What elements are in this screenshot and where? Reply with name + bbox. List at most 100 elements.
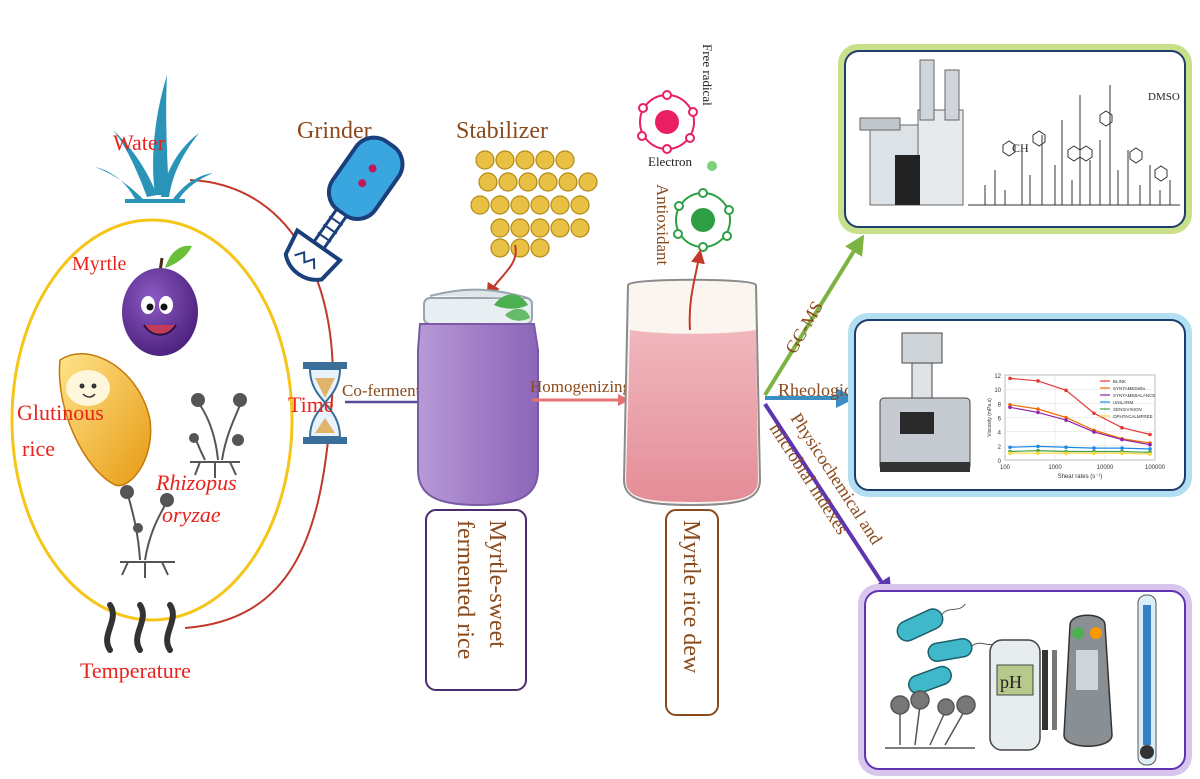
rhizopus-icon-upper bbox=[190, 404, 241, 478]
rhizopus-label-2: oryzae bbox=[162, 502, 221, 527]
rheo-legend-entry: UNILARM bbox=[1113, 400, 1134, 405]
rheo-point bbox=[1036, 407, 1040, 411]
ph-label: pH bbox=[1000, 672, 1022, 692]
rheo-point bbox=[1036, 444, 1040, 449]
rheo-curve bbox=[1009, 450, 1151, 453]
stabilizer-bead bbox=[535, 150, 555, 170]
rheo-point bbox=[1036, 451, 1040, 456]
glutinous-rice-icon bbox=[58, 353, 152, 487]
rheo-ylabel: Viscosity (mPa.s) bbox=[987, 398, 993, 437]
stabilizer-bead bbox=[510, 238, 530, 258]
gcms-ch-label: CH bbox=[1012, 141, 1029, 155]
stabilizer-bead bbox=[578, 172, 598, 192]
free-radical-atom bbox=[637, 90, 698, 154]
rheo-point bbox=[1036, 448, 1040, 453]
rheo-curve bbox=[1009, 445, 1151, 450]
rheo-curve bbox=[1009, 406, 1151, 446]
hydrometer-icon bbox=[1137, 594, 1157, 766]
ingredient-ellipse bbox=[10, 218, 294, 622]
ph-meter-icon bbox=[989, 639, 1057, 751]
product1-label-2: fermented rice bbox=[452, 520, 478, 659]
stabilizer-bead bbox=[510, 195, 530, 215]
rheo-legend-entry: SYNTAMEDelta bbox=[1113, 386, 1145, 391]
rhizopus-label-1: Rhizopus bbox=[155, 470, 237, 495]
stabilizer-bead bbox=[558, 172, 578, 192]
rheo-ytick: 4 bbox=[998, 431, 1002, 437]
water-label: Water bbox=[113, 130, 166, 155]
electron-dot bbox=[707, 161, 717, 171]
stabilizer-bead bbox=[515, 150, 535, 170]
stabilizer-bead bbox=[555, 150, 575, 170]
temperature-heat-icon bbox=[104, 602, 176, 653]
homogenizing-label: Homogenizing bbox=[530, 377, 632, 396]
rheo-point bbox=[1036, 410, 1040, 415]
rheo-point bbox=[1064, 451, 1068, 456]
stabilizer-bead bbox=[570, 218, 590, 238]
fermented-rice-jar bbox=[417, 288, 539, 507]
stabilizer-bead bbox=[495, 150, 515, 170]
product1-label-box: Myrtle-sweet fermented rice bbox=[425, 509, 527, 691]
gcms-spectrum bbox=[968, 85, 1180, 206]
stabilizer-bead bbox=[530, 218, 550, 238]
rheo-xtick: 1000 bbox=[1048, 465, 1062, 471]
rheo-point bbox=[1148, 447, 1152, 451]
rheo-point bbox=[1148, 442, 1152, 447]
temperature-label: Temperature bbox=[80, 658, 191, 683]
rheo-point bbox=[1064, 418, 1068, 422]
rheometer-icon bbox=[879, 332, 971, 472]
rheo-ytick: 0 bbox=[998, 459, 1002, 465]
rheo-point bbox=[1008, 405, 1012, 410]
rheo-point bbox=[1064, 445, 1068, 450]
electron-label: Electron bbox=[648, 154, 693, 169]
stabilizer-bead bbox=[490, 238, 510, 258]
stabilizer-bead bbox=[570, 195, 590, 215]
rheo-ytick: 2 bbox=[998, 445, 1002, 451]
grinder-label: Grinder bbox=[297, 118, 372, 144]
stabilizer-bead bbox=[550, 195, 570, 215]
rheo-curve bbox=[1009, 377, 1151, 436]
gcms-structure-icons bbox=[1002, 110, 1168, 182]
stabilizer-bead bbox=[490, 195, 510, 215]
gcms-dmso-label: DMSO bbox=[1148, 91, 1180, 103]
rheo-ytick: 6 bbox=[998, 417, 1002, 423]
stabilizer-bead bbox=[510, 218, 530, 238]
gcms-arrow bbox=[763, 234, 865, 397]
rheo-point bbox=[1148, 432, 1152, 437]
rheo-point bbox=[1120, 446, 1124, 450]
rheo-point bbox=[1064, 415, 1068, 420]
free-radical-label: Free radical bbox=[700, 44, 715, 106]
stabilizer-label: Stabilizer bbox=[456, 118, 548, 144]
product2-label: Myrtle rice dew bbox=[678, 520, 704, 674]
rhizopus-icon-lower bbox=[120, 494, 175, 578]
time-label: Time bbox=[288, 392, 334, 417]
rheo-point bbox=[1008, 445, 1012, 450]
rheo-point bbox=[1092, 446, 1096, 450]
stabilizer-bead bbox=[478, 172, 498, 192]
rheo-ytick: 10 bbox=[994, 388, 1001, 394]
rhizopus-spores-lower bbox=[120, 485, 174, 533]
myrtle-label: Myrtle bbox=[72, 253, 127, 275]
stabilizer-bead bbox=[470, 195, 490, 215]
rheo-curve bbox=[1010, 452, 1151, 455]
rheo-point bbox=[1092, 451, 1096, 456]
rheo-point bbox=[1120, 425, 1124, 430]
product2-label-box: Myrtle rice dew bbox=[665, 509, 719, 716]
mold-icon bbox=[885, 690, 976, 749]
rheo-legend-entry: SYNTAMEBALANCE bbox=[1113, 393, 1155, 398]
hourglass-icon bbox=[303, 362, 347, 444]
rheo-legend-entry: OPHTACALMFREE bbox=[1113, 414, 1153, 419]
rheo-point bbox=[1092, 430, 1096, 434]
rheo-point bbox=[1064, 388, 1068, 393]
water-grass-icon bbox=[95, 75, 213, 203]
gcms-label: GC-MS bbox=[781, 298, 827, 357]
product1-label-1: Myrtle-sweet bbox=[484, 520, 510, 648]
antioxidant-atom bbox=[673, 188, 734, 252]
rheo-curve bbox=[1009, 404, 1151, 444]
stabilizer-bead bbox=[530, 238, 550, 258]
rheo-xtick: 100 bbox=[1000, 465, 1011, 471]
rheo-legend-entry: SENSIVISION bbox=[1113, 407, 1142, 412]
rheo-point bbox=[1008, 402, 1012, 407]
glutinous-rice-label-1: Glutinous bbox=[17, 400, 104, 425]
